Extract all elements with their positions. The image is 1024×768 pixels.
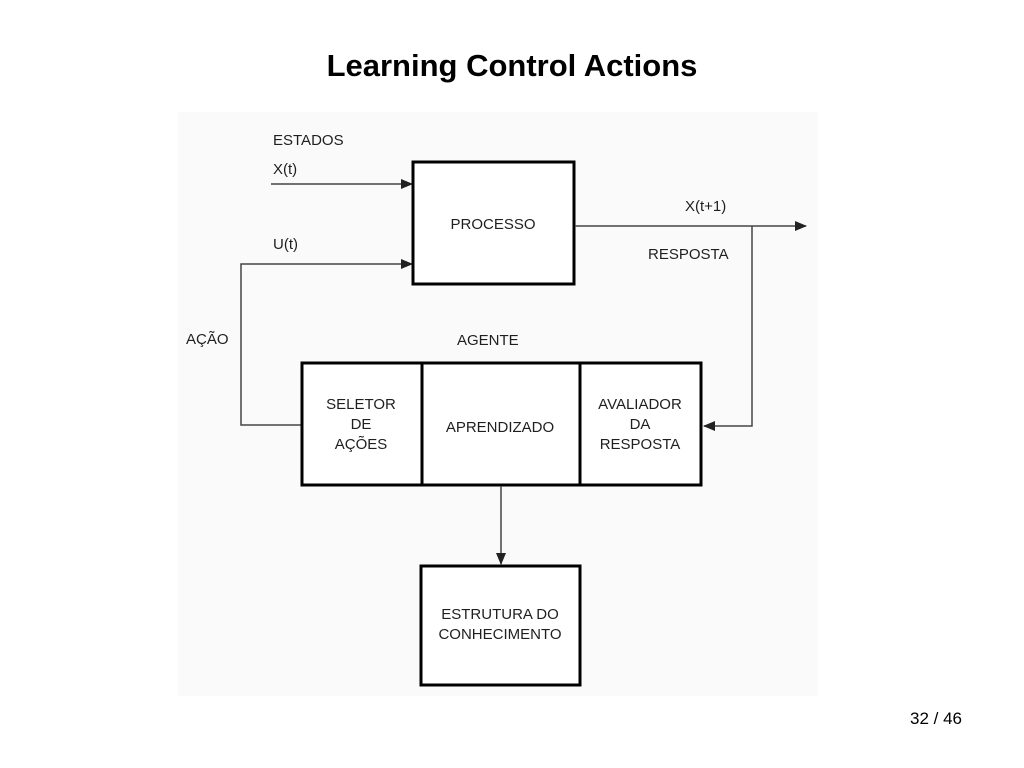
slide-title: Learning Control Actions <box>326 48 698 83</box>
box-seletor-line-3: AÇÕES <box>335 436 388 453</box>
label-estados: ESTADOS <box>273 132 344 149</box>
label-agente: AGENTE <box>457 332 519 349</box>
page-number: 32 / 46 <box>910 709 962 728</box>
box-processo-label: PROCESSO <box>450 216 535 233</box>
box-seletor-line-2: DE <box>351 416 372 433</box>
box-avaliador-line-2: DA <box>630 416 651 433</box>
arrow-action-to-process <box>240 259 413 426</box>
box-aprendizado-label: APRENDIZADO <box>446 419 554 436</box>
box-estrutura-line-1: ESTRUTURA DO <box>441 606 559 623</box>
box-agente <box>300 361 703 487</box>
label-u-t: U(t) <box>273 236 298 253</box>
label-x-t: X(t) <box>273 161 297 178</box>
label-acao: AÇÃO <box>186 331 229 348</box>
box-estrutura <box>419 564 582 687</box>
box-avaliador-line-1: AVALIADOR <box>598 396 682 413</box>
box-avaliador-line-3: RESPOSTA <box>600 436 681 453</box>
box-estrutura-line-2: CONHECIMENTO <box>438 626 561 643</box>
label-resposta: RESPOSTA <box>648 246 729 263</box>
arrow-feedback-to-evaluator <box>703 226 753 431</box>
box-seletor-line-1: SELETOR <box>326 396 396 413</box>
label-x-t1: X(t+1) <box>685 198 726 215</box>
box-processo <box>411 160 576 286</box>
